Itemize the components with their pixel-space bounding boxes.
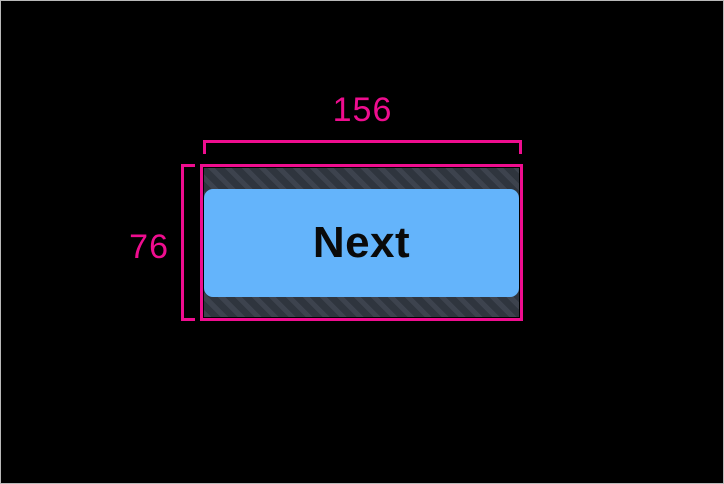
width-dimension-label: 156 — [332, 91, 393, 129]
height-dimension-label: 76 — [129, 228, 169, 266]
widget-padding-region: Next — [204, 168, 519, 317]
next-button[interactable]: Next — [204, 189, 519, 297]
next-button-label: Next — [312, 218, 411, 267]
selection-bounding-box[interactable] — [200, 164, 523, 321]
width-dimension-bracket — [203, 140, 522, 154]
height-dimension-bracket — [181, 164, 195, 321]
